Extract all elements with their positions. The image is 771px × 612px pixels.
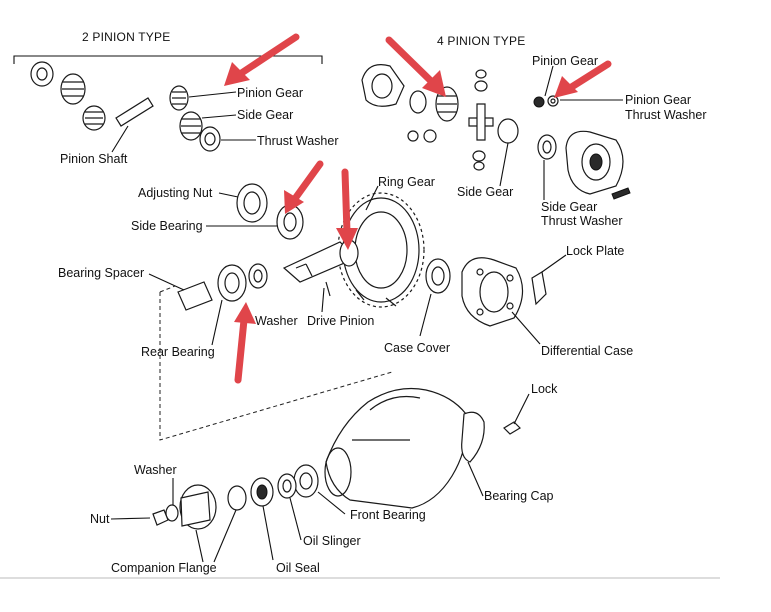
rear-bearing-part: [217, 264, 247, 302]
arrow-ring-gear-pinion: [336, 168, 358, 250]
case-cover-part: [425, 258, 451, 294]
label-washer-low: Washer: [134, 463, 177, 477]
label-nut: Nut: [90, 512, 110, 526]
label-ring-gear: Ring Gear: [378, 175, 435, 189]
arrow-pinion-washer-4pin: [554, 60, 612, 98]
label-lock: Lock: [531, 382, 558, 396]
label-front-bearing: Front Bearing: [350, 508, 426, 522]
arrow-pinion-gear-2pin: [224, 33, 300, 86]
label-pinion-gear-2: Pinion Gear: [237, 86, 303, 100]
arrow-side-bearing: [284, 160, 324, 214]
label-lock-plate: Lock Plate: [566, 244, 624, 258]
label-case-cover: Case Cover: [384, 341, 450, 355]
arrow-side-gear-4pin: [385, 36, 446, 97]
label-side-gear-2: Side Gear: [237, 108, 293, 122]
drive-assembly-group: Adjusting Nut Side Bearing Ring Gear Loc…: [58, 175, 633, 359]
side-gear-thrust-washer-left-part: [409, 90, 427, 114]
label-differential-case: Differential Case: [541, 344, 633, 358]
label-thrust-washer-2: Thrust Washer: [257, 134, 339, 148]
lock-plate-part: [531, 271, 547, 306]
label-pinion-gear-4: Pinion Gear: [532, 54, 598, 68]
mounting-dash-outline: [159, 285, 393, 441]
washer-low-part: [165, 504, 179, 522]
label-pinion-gear-thrust-washer-1: Pinion Gear: [625, 93, 691, 107]
housing-group: Lock Washer Bearing Cap Front Bearing Nu…: [90, 285, 558, 575]
arrow-rear-bearing-washer: [234, 302, 256, 384]
case-half-left-part: [361, 64, 405, 107]
label-side-gear-4: Side Gear: [457, 185, 513, 199]
oil-slinger-part: [277, 473, 297, 499]
pinion-gear-thrust-washer-part: [547, 95, 559, 107]
differential-case-part: [461, 257, 524, 327]
label-companion-flange: Companion Flange: [111, 561, 217, 575]
label-oil-seal: Oil Seal: [276, 561, 320, 575]
two-pinion-bracket: [13, 55, 323, 64]
four-pinion-header: 4 PINION TYPE: [437, 34, 525, 48]
lock-part: [503, 421, 521, 435]
label-bearing-cap: Bearing Cap: [484, 489, 554, 503]
label-adjusting-nut: Adjusting Nut: [138, 186, 213, 200]
side-gear-thrust-washer-part: [537, 134, 557, 160]
pinion-shaft-part: [115, 97, 154, 127]
front-bearing-part: [293, 464, 319, 498]
adjusting-nut-part: [236, 183, 268, 223]
two-pinion-group: 2 PINION TYPE Pinion Gear Side Gear Thru…: [13, 30, 339, 166]
two-pinion-header: 2 PINION TYPE: [82, 30, 170, 44]
label-rear-bearing: Rear Bearing: [141, 345, 215, 359]
four-pinion-group: 4 PINION TYPE: [361, 34, 707, 228]
bearing-cap-part: [461, 411, 485, 463]
pinion-gear-4-part: [533, 96, 545, 108]
thrust-washer-part: [199, 126, 221, 152]
label-washer-mid: Washer: [255, 314, 298, 328]
annotation-arrows: [224, 33, 612, 384]
label-pinion-shaft: Pinion Shaft: [60, 152, 128, 166]
label-side-bearing: Side Bearing: [131, 219, 203, 233]
label-oil-slinger: Oil Slinger: [303, 534, 361, 548]
washer-mid-part: [248, 263, 268, 289]
label-side-gear-thrust-washer-1: Side Gear: [541, 200, 597, 214]
label-side-gear-thrust-washer-2: Thrust Washer: [541, 214, 623, 228]
side-gear-4-part: [497, 118, 519, 144]
label-drive-pinion: Drive Pinion: [307, 314, 374, 328]
label-bearing-spacer: Bearing Spacer: [58, 266, 144, 280]
companion-flange-washer-part: [227, 485, 247, 511]
nut-part: [152, 509, 169, 526]
label-pinion-gear-thrust-washer-2: Thrust Washer: [625, 108, 707, 122]
thrust-washer-small-part: [30, 61, 54, 87]
bearing-spacer-part: [177, 281, 213, 311]
